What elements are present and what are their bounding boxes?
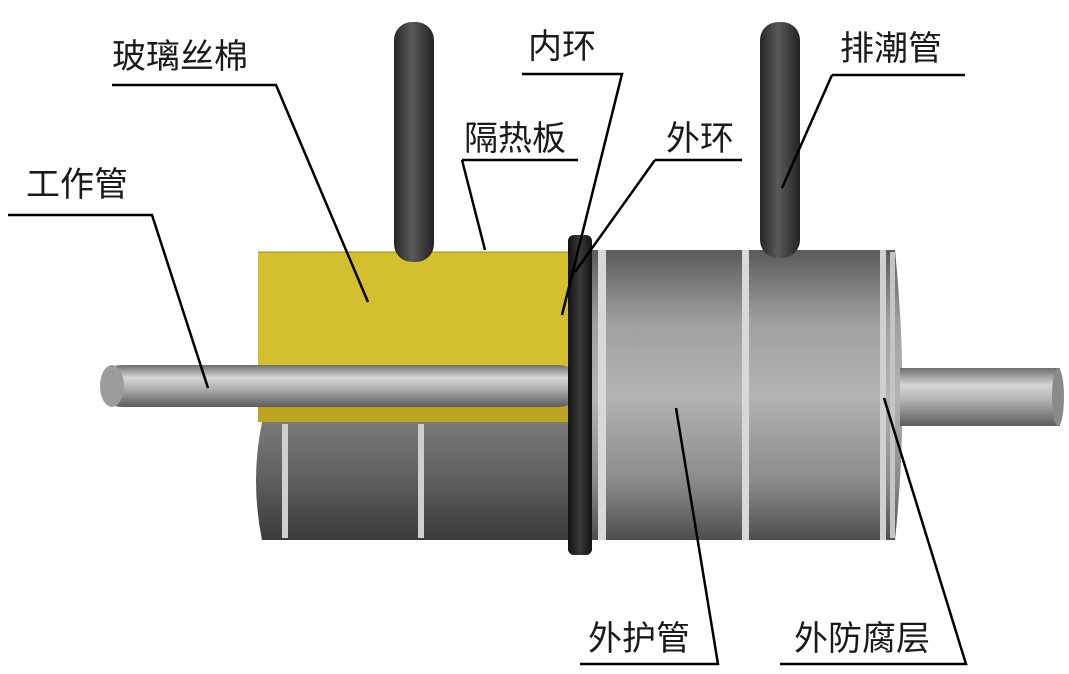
work-pipe-right (900, 368, 1064, 426)
leader-insulation-board-down (460, 159, 487, 251)
leader-outer-ring-down (573, 159, 657, 273)
label-anticorrosion-layer: 外防腐层 (794, 619, 930, 659)
leader-drain-pipe-down (780, 74, 834, 189)
leader-work-pipe (8, 213, 210, 389)
label-glass-wool: 玻璃丝棉 (112, 37, 248, 77)
leader-jacket-pipe (580, 407, 720, 666)
leader-anticorrosion (780, 397, 968, 666)
leader-glass-wool (112, 83, 370, 303)
label-jacket-pipe: 外护管 (588, 619, 690, 659)
vent-pipe-left (394, 22, 434, 262)
ring-flange (568, 235, 592, 555)
label-drain-pipe: 排潮管 (840, 29, 942, 69)
work-pipe (100, 365, 580, 407)
label-outer-ring: 外环 (666, 119, 734, 159)
lower-jacket-section (256, 422, 580, 540)
label-insulation-board: 隔热板 (464, 119, 566, 159)
label-work-pipe: 工作管 (26, 165, 128, 205)
jacket-pipe (590, 250, 903, 540)
vent-pipe-right (760, 22, 800, 258)
leader-inner-ring (522, 72, 624, 316)
label-inner-ring: 内环 (528, 27, 596, 67)
leader-lines (8, 72, 968, 666)
